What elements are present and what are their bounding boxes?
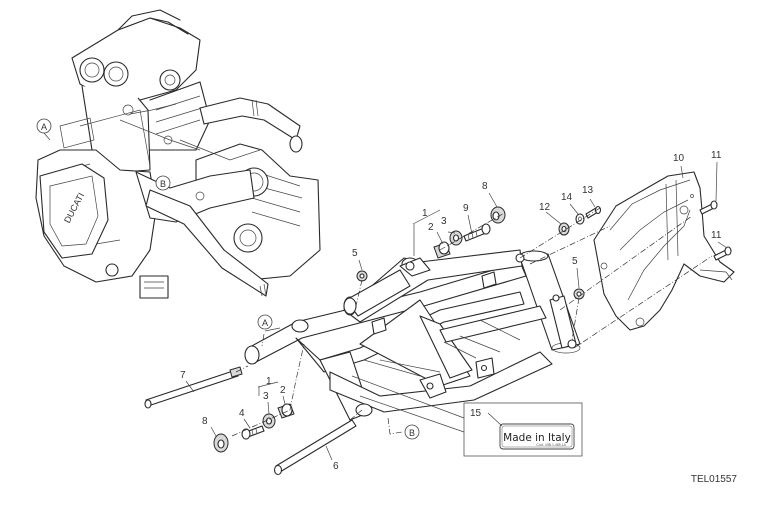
part-3-washer-upper (449, 230, 463, 246)
part-6-long-bolt (273, 419, 357, 476)
callout-8-lower: 8 (202, 416, 208, 427)
callout-1-upper: 1 (422, 208, 428, 219)
headstock-bracket-part-10 (593, 171, 735, 331)
frame-assembly (244, 249, 581, 421)
callout-numbers: 1 2 3 9 8 12 14 13 10 11 11 5 5 7 1 3 2 … (180, 150, 722, 472)
part-13-screw (585, 205, 602, 219)
callout-12: 12 (539, 202, 551, 213)
frame-marker-b: B (387, 417, 420, 440)
callout-3-upper: 3 (441, 216, 447, 227)
callout-5-right: 5 (572, 256, 578, 267)
part-12-bushing (558, 222, 570, 236)
callout-4: 4 (239, 408, 245, 419)
callout-11-upper: 11 (711, 150, 722, 161)
drawing-code: TEL01557 (691, 474, 738, 485)
callout-14: 14 (561, 192, 573, 203)
callout-5-left: 5 (352, 248, 358, 259)
engine-marker-b: B (155, 175, 171, 191)
callout-6: 6 (333, 461, 339, 472)
callout-2-lower: 2 (280, 385, 286, 396)
callout-11-lower: 11 (711, 230, 722, 241)
part-8-cap-upper (490, 206, 506, 224)
engine-assembly: DUCATI (35, 9, 321, 299)
marker-b-label: B (160, 179, 166, 189)
label-small-text: Cod. 43B.1.485.1A (536, 443, 566, 447)
part-7-long-bolt (144, 366, 243, 409)
part-4-bolt (241, 425, 265, 440)
part-3-washer-lower (262, 413, 276, 429)
callout-9: 9 (463, 203, 469, 214)
label-main-text: Made in Italy (503, 432, 571, 444)
frame-marker-b-label: B (409, 428, 415, 438)
callout-3-lower: 3 (263, 391, 269, 402)
callout-8-upper: 8 (482, 181, 488, 192)
part-5-nut-left (356, 270, 368, 282)
alignment-lines (231, 207, 713, 437)
frame-marker-a-label: A (262, 318, 268, 328)
part-11-screw-upper (699, 200, 718, 215)
part-2-bushing-upper (433, 241, 451, 259)
frame-marker-a: A (257, 314, 281, 347)
callout-leaders (185, 161, 728, 461)
part-8-cap-lower (213, 433, 229, 453)
part-2-bushing-lower (277, 403, 295, 419)
part-9-bolt (463, 223, 491, 242)
callout-15: 15 (470, 408, 482, 419)
callout-1-lower: 1 (266, 376, 272, 387)
marker-a-label: A (41, 122, 47, 132)
engine-marker-a: A (36, 118, 52, 141)
callout-7: 7 (180, 370, 186, 381)
callout-13: 13 (582, 185, 594, 196)
callout-2-upper: 2 (428, 222, 434, 233)
label-part-15-box: Made in Italy Cod. 43B.1.485.1A (351, 375, 583, 457)
part-11-screw-lower (713, 246, 732, 261)
callout-10: 10 (673, 153, 685, 164)
